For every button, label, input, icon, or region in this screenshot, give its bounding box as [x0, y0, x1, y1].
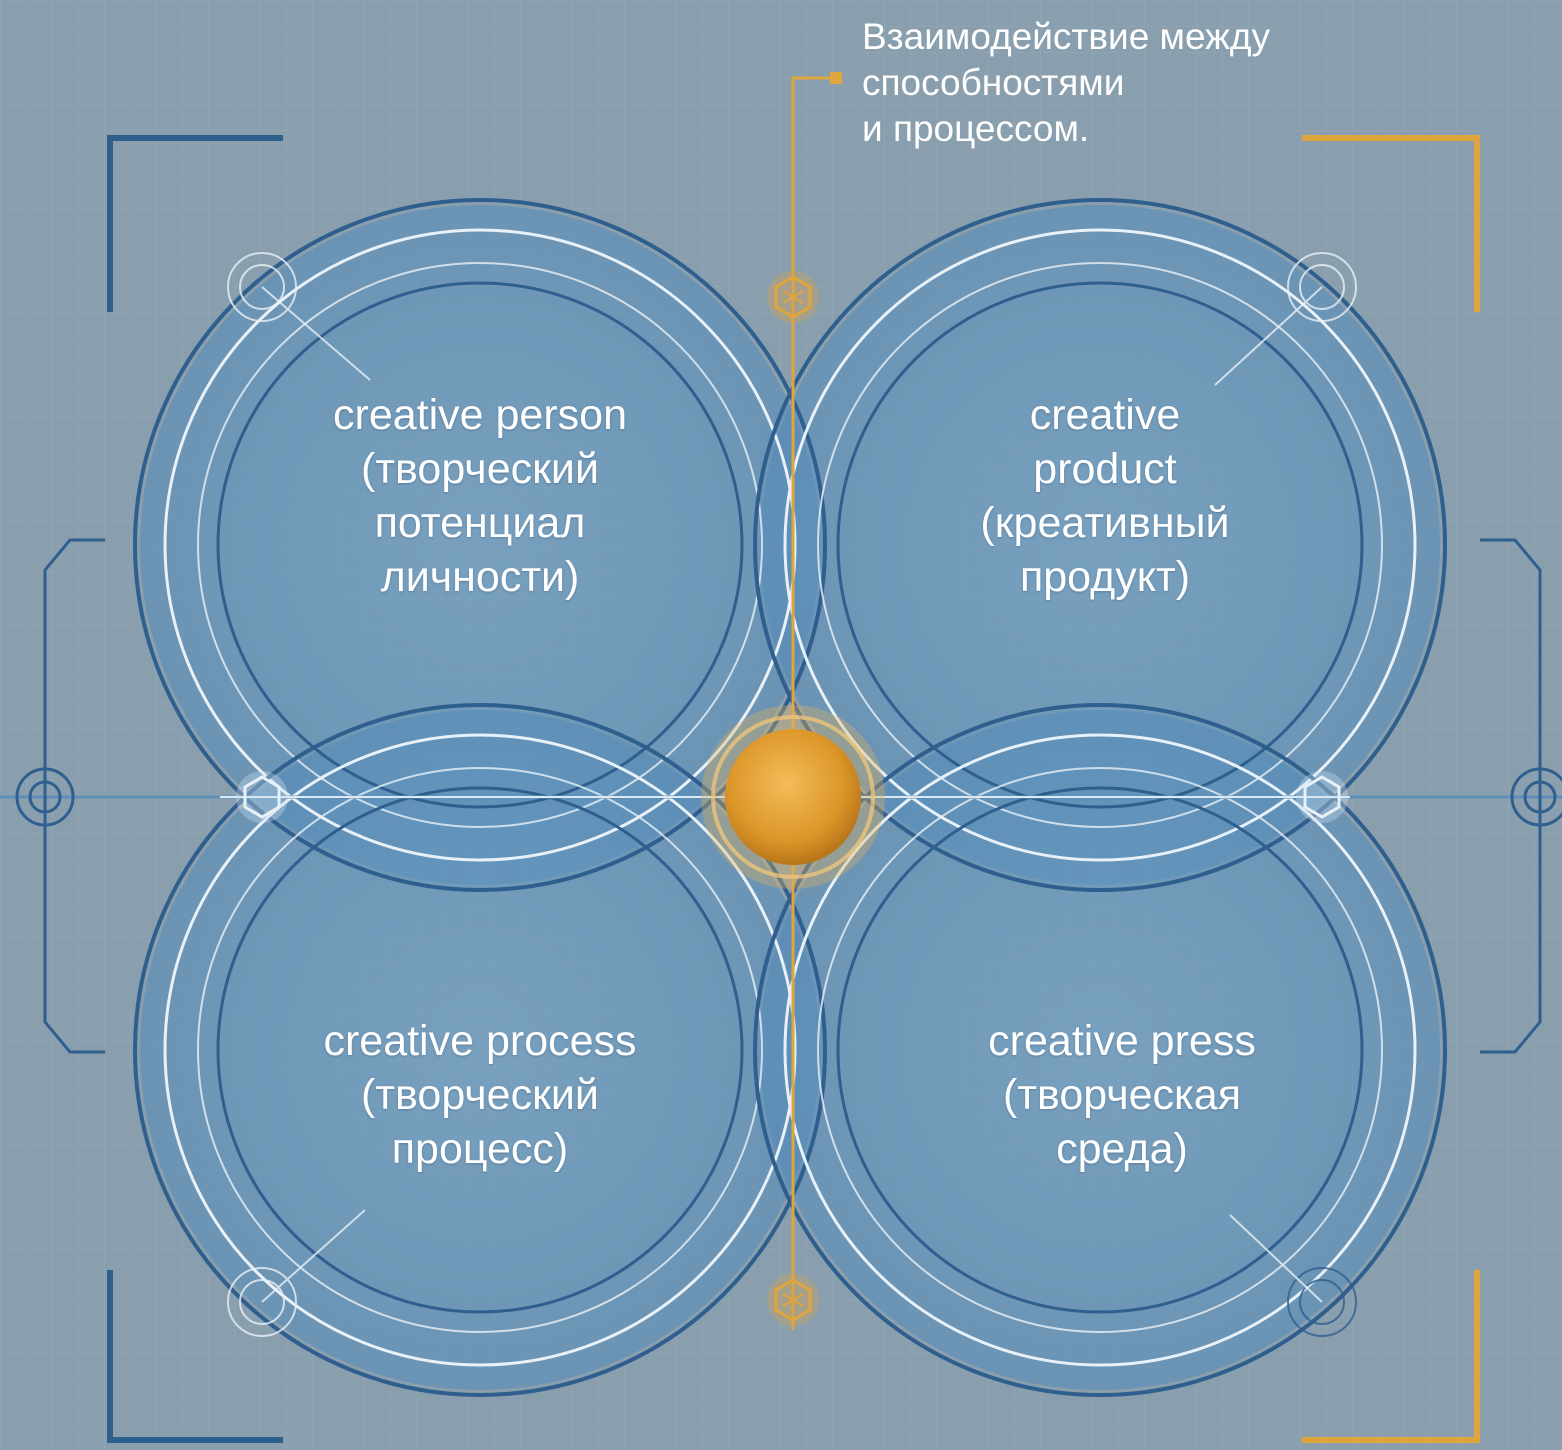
label-line: личности): [380, 553, 580, 601]
callout-line: Взаимодействие между: [862, 16, 1270, 57]
bracket-top-right: [1302, 135, 1480, 312]
node-left-inner: [28, 780, 62, 814]
circle-fill-press: [760, 710, 1440, 1390]
node-right-outer: [1510, 767, 1562, 827]
node-right-inner: [1523, 780, 1557, 814]
circle-fills: [140, 205, 1440, 1390]
rings: [133, 198, 1447, 1397]
bracket-top-left: [107, 135, 283, 312]
label-line: creative press: [988, 1017, 1256, 1065]
hex-node-bottom: [767, 1274, 819, 1326]
label-line: среда): [1056, 1125, 1188, 1173]
label-creative-press: creative press (творческая среда): [988, 1014, 1256, 1176]
label-line: (творческий: [361, 445, 599, 493]
circle-knobs: [227, 252, 1357, 1337]
node-left-outer: [15, 767, 75, 827]
label-creative-process: creative process (творческий процесс): [323, 1014, 636, 1176]
label-creative-person: creative person (творческий потенциал ли…: [333, 388, 627, 604]
side-nodes: [15, 767, 1562, 827]
circle-fill-process: [140, 710, 820, 1390]
circle-fill-product: [760, 205, 1440, 885]
label-line: продукт): [1019, 553, 1191, 601]
label-line: (творческая: [1002, 1071, 1242, 1119]
callout-connector: [791, 72, 842, 250]
bracket-right: [1480, 538, 1542, 1054]
bracket-bottom-right: [1302, 1270, 1480, 1443]
callout-text: Взаимодействие между способностями и про…: [862, 14, 1270, 152]
label-line: (креативный: [980, 499, 1230, 547]
bracket-bottom-left: [107, 1270, 283, 1443]
bracket-left: [43, 538, 105, 1054]
label-line: creative: [1029, 391, 1181, 439]
label-line: процесс): [391, 1125, 569, 1173]
label-creative-product: creative product (креативный продукт): [980, 388, 1229, 604]
label-line: (творческий: [361, 1071, 599, 1119]
circle-fill-person: [140, 205, 820, 885]
hex-node-top: [767, 271, 819, 323]
callout-line: способностями: [862, 62, 1125, 103]
label-line: creative process: [323, 1017, 637, 1065]
hex-node-left: [236, 771, 288, 823]
callout-line: и процессом.: [862, 108, 1090, 149]
label-line: creative person: [333, 391, 627, 439]
corner-brackets: [107, 135, 1480, 1443]
intersection-nodes: [236, 271, 1348, 1326]
center-orb: [701, 705, 885, 889]
label-line: product: [1033, 445, 1177, 493]
label-line: потенциал: [374, 499, 586, 547]
hex-node-right: [1296, 771, 1348, 823]
side-brackets: [43, 538, 1542, 1054]
